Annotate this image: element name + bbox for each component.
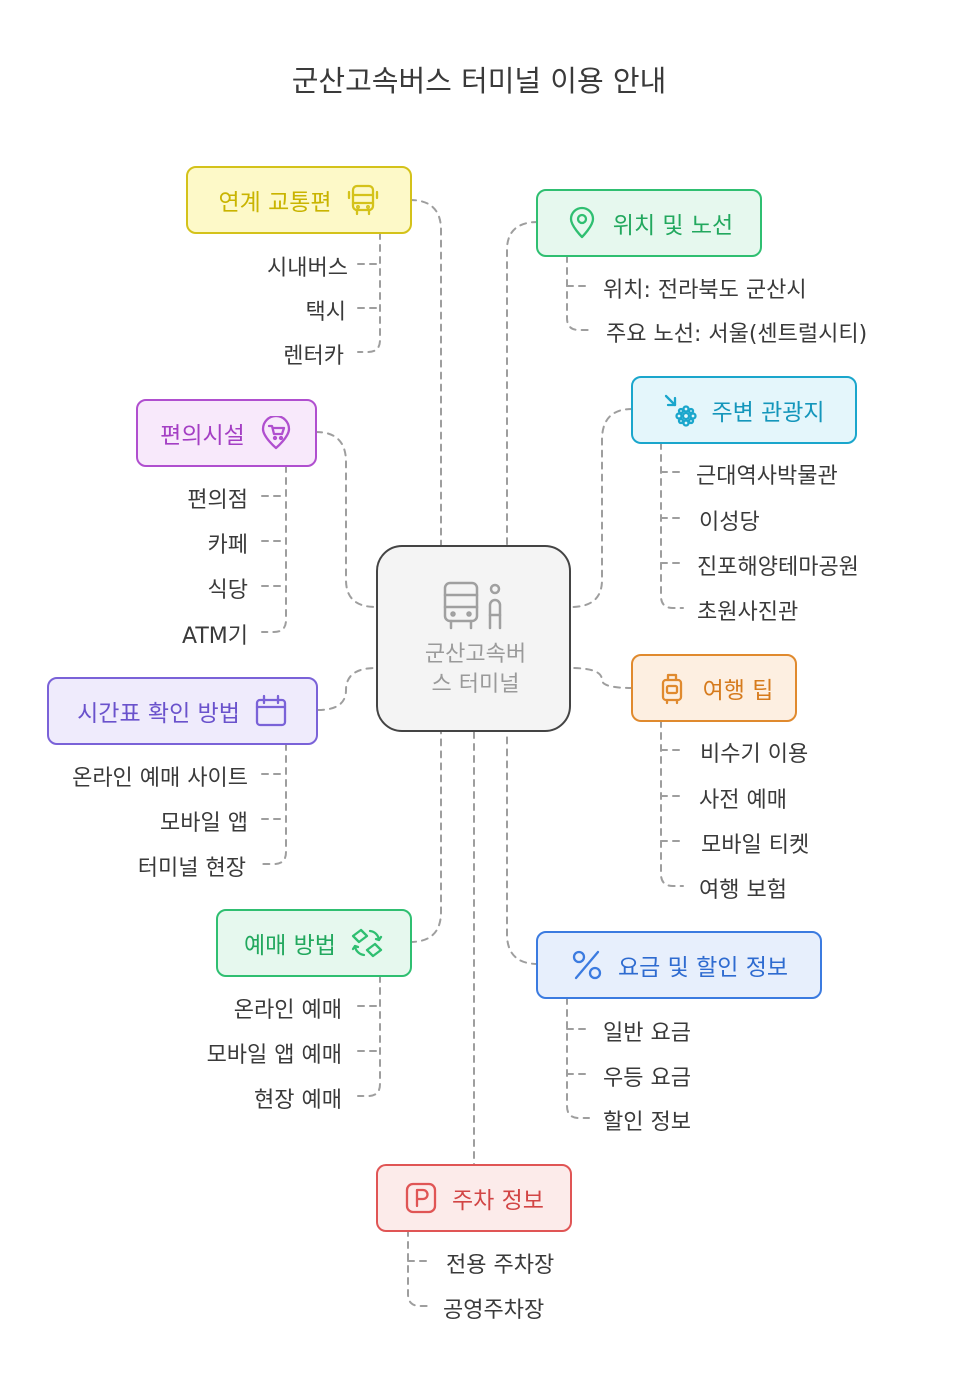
tips-item: 모바일 티켓 bbox=[701, 833, 810, 858]
attractions-item: 진포해양테마공원 bbox=[697, 555, 859, 580]
attractions-item: 이성당 bbox=[699, 510, 760, 535]
transport-item: 택시 bbox=[305, 300, 346, 325]
ticket-exchange-icon bbox=[351, 928, 383, 958]
fares-item: 일반 요금 bbox=[603, 1021, 691, 1046]
timetable-item: 터미널 현장 bbox=[137, 856, 246, 881]
parking-item: 전용 주차장 bbox=[446, 1253, 555, 1278]
shopping-cart-pin-icon bbox=[261, 416, 290, 450]
category-location: 위치 및 노선 bbox=[536, 189, 762, 257]
location-item: 위치: 전라북도 군산시 bbox=[603, 278, 807, 303]
category-tips: 여행 팁 bbox=[631, 654, 797, 722]
category-facilities: 편의시설 bbox=[136, 399, 317, 467]
center-label: 군산고속버 스 터미널 bbox=[424, 642, 527, 697]
category-parking-label: 주차 정보 bbox=[452, 1188, 544, 1214]
category-fares: 요금 및 할인 정보 bbox=[536, 931, 822, 999]
percent-icon bbox=[572, 950, 602, 980]
booking-item: 현장 예매 bbox=[254, 1088, 342, 1113]
category-booking-label: 예매 방법 bbox=[244, 933, 336, 959]
tips-item: 여행 보험 bbox=[699, 878, 787, 903]
tips-item: 사전 예매 bbox=[699, 788, 787, 813]
transport-item: 렌터카 bbox=[283, 344, 344, 369]
parking-icon bbox=[405, 1182, 437, 1214]
facilities-item: ATM기 bbox=[181, 624, 248, 649]
category-fares-label: 요금 및 할인 정보 bbox=[617, 955, 789, 981]
timetable-item: 온라인 예매 사이트 bbox=[72, 766, 248, 791]
map-pin-icon bbox=[569, 206, 594, 239]
category-attractions-label: 주변 관광지 bbox=[711, 400, 825, 426]
category-location-label: 위치 및 노선 bbox=[612, 213, 734, 239]
location-item: 주요 노선: 서울(센트럴시티) bbox=[606, 322, 868, 347]
booking-item: 온라인 예매 bbox=[233, 998, 342, 1023]
category-transport: 연계 교통편 bbox=[186, 166, 412, 234]
booking-item: 모바일 앱 예매 bbox=[206, 1043, 342, 1068]
luggage-icon bbox=[661, 673, 682, 705]
facilities-item: 식당 bbox=[207, 578, 248, 603]
calendar-icon bbox=[255, 694, 287, 727]
category-timetable-label: 시간표 확인 방법 bbox=[77, 701, 240, 727]
category-timetable: 시간표 확인 방법 bbox=[47, 677, 318, 745]
timetable-item: 모바일 앱 bbox=[160, 811, 248, 836]
attractions-item: 근대역사박물관 bbox=[696, 464, 838, 489]
tips-item: 비수기 이용 bbox=[700, 742, 809, 767]
facilities-item: 편의점 bbox=[187, 488, 248, 513]
center-node: 군산고속버 스 터미널 bbox=[376, 545, 571, 732]
page-title: 군산고속버스 터미널 이용 안내 bbox=[291, 64, 667, 98]
bus-passenger-icon bbox=[443, 581, 502, 630]
category-parking: 주차 정보 bbox=[376, 1164, 572, 1232]
category-attractions: 주변 관광지 bbox=[631, 376, 857, 444]
category-facilities-label: 편의시설 bbox=[160, 423, 245, 449]
category-booking: 예매 방법 bbox=[216, 909, 412, 977]
category-tips-label: 여행 팁 bbox=[702, 678, 774, 704]
transport-item: 시내버스 bbox=[267, 256, 348, 281]
category-transport-label: 연계 교통편 bbox=[218, 190, 332, 216]
fares-item: 우등 요금 bbox=[603, 1066, 691, 1091]
attractions-item: 초원사진관 bbox=[697, 600, 799, 625]
parking-item: 공영주차장 bbox=[443, 1298, 545, 1323]
facilities-item: 카페 bbox=[207, 533, 248, 558]
attraction-icon bbox=[665, 394, 698, 427]
fares-item: 할인 정보 bbox=[603, 1110, 691, 1135]
bus-icon bbox=[347, 184, 378, 216]
